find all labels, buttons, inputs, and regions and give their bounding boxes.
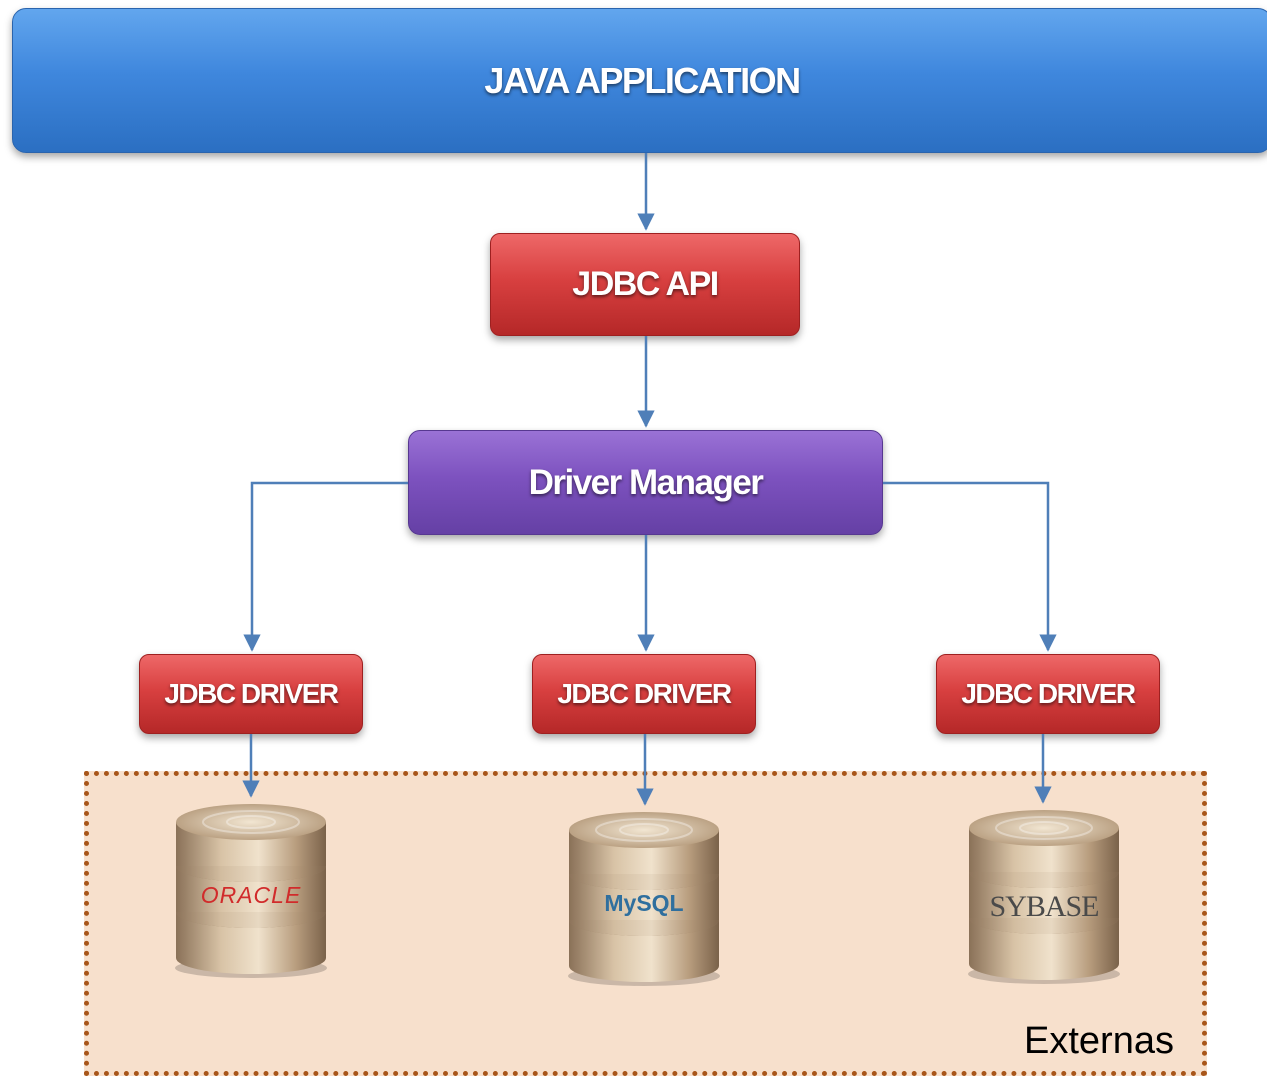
mysql-logo: MySQL: [604, 890, 684, 916]
java-application-label: JAVA APPLICATION: [484, 59, 801, 101]
oracle-database: ORACLE: [172, 800, 330, 980]
externas-label: Externas: [1024, 1020, 1174, 1062]
sybase-database: SYBASE: [965, 806, 1123, 986]
mysql-database: MySQL: [565, 808, 723, 988]
sybase-logo: SYBASE: [989, 890, 1099, 923]
java-application-box: JAVA APPLICATION: [12, 8, 1267, 153]
arrow-manager-to-driver-3: [883, 481, 1057, 652]
jdbc-api-label: JDBC API: [572, 265, 719, 303]
jdbc-driver-label: JDBC DRIVER: [557, 678, 732, 709]
jdbc-driver-box-oracle: JDBC DRIVER: [139, 654, 363, 734]
jdbc-driver-box-sybase: JDBC DRIVER: [936, 654, 1160, 734]
jdbc-driver-label: JDBC DRIVER: [961, 678, 1136, 709]
jdbc-driver-box-mysql: JDBC DRIVER: [532, 654, 756, 734]
driver-manager-box: Driver Manager: [408, 430, 883, 535]
oracle-logo: ORACLE: [200, 882, 302, 908]
jdbc-driver-label: JDBC DRIVER: [164, 678, 339, 709]
driver-manager-label: Driver Manager: [528, 462, 764, 502]
arrow-manager-to-driver-1: [243, 481, 408, 652]
jdbc-api-box: JDBC API: [490, 233, 800, 336]
